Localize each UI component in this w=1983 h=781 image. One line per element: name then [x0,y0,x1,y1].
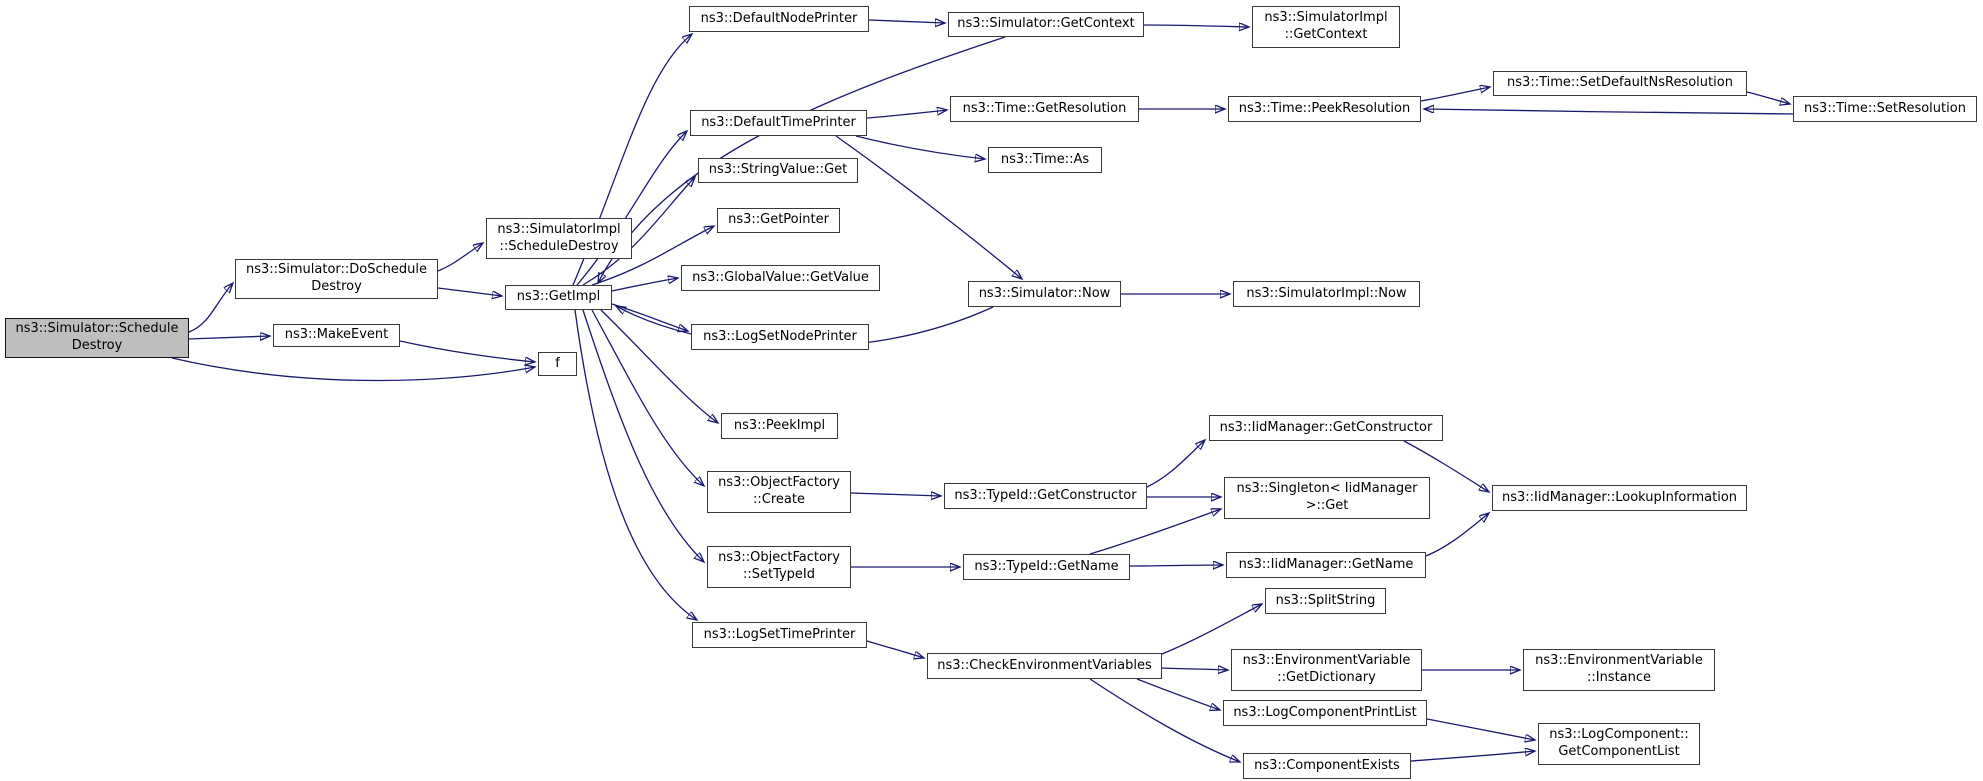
node-object-factory-set-type-id[interactable]: ns3::ObjectFactory ::SetTypeId [707,546,851,588]
node-simulator-schedule-destroy[interactable]: ns3::Simulator::Schedule Destroy [5,318,189,358]
node-environment-variable-get-dictionary[interactable]: ns3::EnvironmentVariable ::GetDictionary [1231,649,1422,691]
node-type-id-get-name[interactable]: ns3::TypeId::GetName [963,554,1130,580]
edge-setResolution-timePeekResolution [1424,109,1794,115]
edge-getImpl-objFactoryCreate [591,309,704,486]
node-iid-manager-get-constructor[interactable]: ns3::IidManager::GetConstructor [1209,415,1443,441]
node-time-as[interactable]: ns3::Time::As [988,147,1102,173]
node-singleton-iid-manager-get[interactable]: ns3::Singleton< IidManager >::Get [1224,477,1430,519]
node-string-value-get[interactable]: ns3::StringValue::Get [698,158,858,183]
edge-getImpl-logSetTimePrinter [574,309,697,620]
node-log-set-node-printer[interactable]: ns3::LogSetNodePrinter [691,324,869,350]
node-f[interactable]: f [538,352,577,376]
node-get-impl[interactable]: ns3::GetImpl [505,285,612,310]
edge-getImpl-getPointer [591,226,714,286]
edge-typeIdGetConstructor-iidGetConstructor [1146,440,1205,488]
node-iid-manager-get-name[interactable]: ns3::IidManager::GetName [1226,552,1426,578]
node-check-environment-variables[interactable]: ns3::CheckEnvironmentVariables [927,653,1162,679]
edge-root-doScheduleDestroy [188,283,233,333]
node-environment-variable-instance[interactable]: ns3::EnvironmentVariable ::Instance [1523,649,1715,691]
edge-timePeekResolution-setDefaultNsResolution [1420,87,1490,102]
edge-defaultTimePrinter-timeGetResolution [866,110,947,119]
node-log-set-time-printer[interactable]: ns3::LogSetTimePrinter [692,622,867,648]
node-component-exists[interactable]: ns3::ComponentExists [1243,753,1411,779]
edge-componentExists-logCompGetComponentList [1410,751,1535,762]
node-time-set-default-ns-resolution[interactable]: ns3::Time::SetDefaultNsResolution [1493,71,1747,96]
node-peek-impl[interactable]: ns3::PeekImpl [721,413,838,439]
node-make-event[interactable]: ns3::MakeEvent [273,324,400,347]
edge-root-f [171,357,535,382]
node-type-id-get-constructor[interactable]: ns3::TypeId::GetConstructor [944,483,1147,509]
node-object-factory-create[interactable]: ns3::ObjectFactory ::Create [707,471,851,513]
edge-logComponentPrintList-logCompGetComponentList [1426,718,1535,740]
node-time-get-resolution[interactable]: ns3::Time::GetResolution [950,96,1139,122]
node-time-set-resolution[interactable]: ns3::Time::SetResolution [1793,96,1977,122]
edge-makeEvent-f [399,340,535,362]
edge-defaultTimePrinter-timeAs [855,135,985,159]
node-split-string[interactable]: ns3::SplitString [1265,588,1386,614]
edge-typeIdGetName-iidGetName [1129,565,1223,566]
node-default-node-printer[interactable]: ns3::DefaultNodePrinter [689,6,869,32]
node-simulator-impl-now[interactable]: ns3::SimulatorImpl::Now [1233,281,1420,307]
node-default-time-printer[interactable]: ns3::DefaultTimePrinter [690,110,867,136]
node-get-pointer[interactable]: ns3::GetPointer [717,208,840,233]
edge-iidGetConstructor-lookupInformation [1403,440,1489,492]
node-global-value-get-value[interactable]: ns3::GlobalValue::GetValue [681,265,880,291]
edge-getImpl-logSetNodePrinter [611,303,688,331]
edge-doScheduleDestroy-getImpl [437,287,502,296]
edge-doScheduleDestroy-simImplScheduleDestroy [437,243,483,272]
edge-setDefaultNsResolution-setResolution [1746,91,1790,104]
edge-objFactoryCreate-typeIdGetConstructor [850,493,941,496]
edge-checkEnv-logComponentPrintList [1136,678,1220,710]
edge-logSetTimePrinter-checkEnv [866,640,924,658]
edge-checkEnv-componentExists [1089,678,1240,762]
edge-root-makeEvent [188,336,270,339]
node-simulator-impl-get-context[interactable]: ns3::SimulatorImpl ::GetContext [1252,6,1400,48]
edge-getImpl-globalValueGetValue [611,278,678,292]
edge-iidGetName-lookupInformation [1425,513,1489,557]
edge-checkEnv-envGetDictionary [1161,668,1228,670]
edge-simGetContext-simImplGetContext [1143,25,1249,27]
node-simulator-do-schedule-destroy[interactable]: ns3::Simulator::DoSchedule Destroy [235,259,438,299]
edge-getImpl-defaultTimePrinter [576,131,687,286]
edge-typeIdGetName-singletonGet [1089,509,1221,555]
node-simulator-impl-schedule-destroy[interactable]: ns3::SimulatorImpl ::ScheduleDestroy [486,218,632,259]
node-simulator-get-context[interactable]: ns3::Simulator::GetContext [948,12,1144,37]
edge-getImpl-peekImpl [600,309,718,423]
edge-defaultTimePrinter-simNow [835,135,1022,279]
node-simulator-now[interactable]: ns3::Simulator::Now [968,281,1121,307]
edge-defaultNodePrinter-simGetContext [868,20,945,23]
edge-checkEnv-splitString [1161,604,1262,655]
node-log-component-get-component-list[interactable]: ns3::LogComponent:: GetComponentList [1538,723,1700,765]
node-log-component-print-list[interactable]: ns3::LogComponentPrintList [1223,700,1427,726]
node-iid-manager-lookup-information[interactable]: ns3::IidManager::LookupInformation [1492,485,1747,511]
edge-getImpl-objFactorySetTypeId [582,309,704,562]
node-time-peek-resolution[interactable]: ns3::Time::PeekResolution [1228,96,1421,122]
